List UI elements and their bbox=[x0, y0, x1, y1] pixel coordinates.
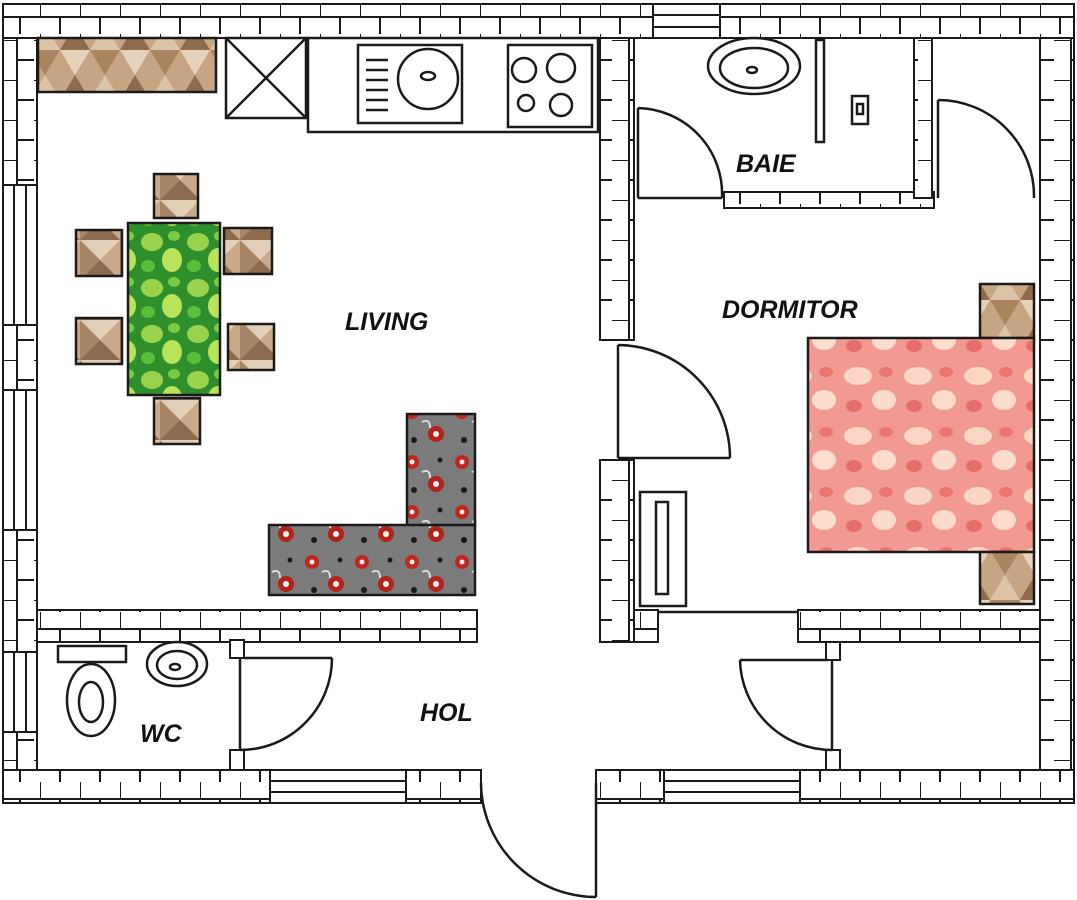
door-bath-right bbox=[936, 98, 1036, 199]
chair-icon bbox=[74, 316, 124, 366]
chair-icon bbox=[152, 396, 202, 446]
right-wall bbox=[1039, 37, 1075, 804]
windows bbox=[2, 3, 801, 804]
door-hall-right bbox=[738, 658, 834, 752]
chair-icon bbox=[74, 228, 124, 278]
door-entrance bbox=[479, 782, 598, 899]
wc-fixtures bbox=[56, 640, 209, 738]
toilet-icon bbox=[56, 644, 128, 738]
door-bath-left bbox=[636, 106, 724, 200]
bathroom-fixtures bbox=[706, 36, 870, 144]
chair-icon bbox=[226, 322, 276, 372]
nightstand-icon bbox=[978, 550, 1036, 606]
door-living-bedroom bbox=[616, 343, 732, 460]
window-left-upper bbox=[2, 184, 38, 326]
partition-upper bbox=[599, 37, 635, 341]
chair-icon bbox=[152, 172, 200, 220]
living-bottom-wall bbox=[36, 609, 478, 643]
room-label-baie: BAIE bbox=[736, 150, 797, 178]
top-wall-left bbox=[2, 3, 654, 39]
light-switch-icon bbox=[850, 94, 870, 126]
nightstand-icon bbox=[978, 282, 1036, 340]
doors bbox=[238, 98, 1036, 899]
window-top bbox=[652, 3, 721, 39]
wc-post-bottom bbox=[229, 749, 245, 771]
dining-table-icon bbox=[126, 221, 222, 397]
window-left-lower bbox=[2, 389, 38, 531]
sofa-icon bbox=[267, 412, 477, 597]
window-bottom-right bbox=[663, 769, 801, 804]
chair-icon bbox=[222, 226, 274, 276]
partition-lower bbox=[599, 459, 635, 643]
bath-wall bbox=[723, 191, 935, 209]
room-label-hol: HOL bbox=[420, 699, 473, 727]
wc-post-top bbox=[229, 639, 245, 659]
wc-sink-icon bbox=[145, 640, 209, 688]
bedroom-furniture bbox=[638, 282, 1036, 608]
bed-icon bbox=[806, 336, 1036, 554]
dining-set bbox=[74, 172, 276, 446]
room-label-dormitor: DORMITOR bbox=[722, 296, 858, 324]
door-wc bbox=[238, 656, 334, 752]
bottom-wall-left bbox=[2, 769, 482, 804]
sink-icon bbox=[356, 43, 464, 125]
washbasin-icon bbox=[706, 36, 802, 96]
kitchen bbox=[36, 36, 600, 134]
counter-cabinet bbox=[36, 36, 218, 94]
room-label-living: LIVING bbox=[345, 308, 428, 336]
room-label-wc: WC bbox=[140, 720, 183, 748]
shower-rail bbox=[814, 38, 826, 144]
bedroom-bottom-wall-b bbox=[797, 609, 1041, 643]
top-wall-right bbox=[719, 3, 1075, 39]
bedroom-bottom-wall-a bbox=[633, 609, 659, 643]
stove-icon bbox=[506, 43, 594, 129]
hall-post-bottom bbox=[825, 749, 841, 771]
window-wc bbox=[2, 651, 38, 733]
wardrobe-icon bbox=[638, 490, 688, 608]
window-bottom-left bbox=[269, 769, 407, 804]
hall-post-top bbox=[825, 641, 841, 661]
bath-side-wall bbox=[913, 37, 933, 199]
